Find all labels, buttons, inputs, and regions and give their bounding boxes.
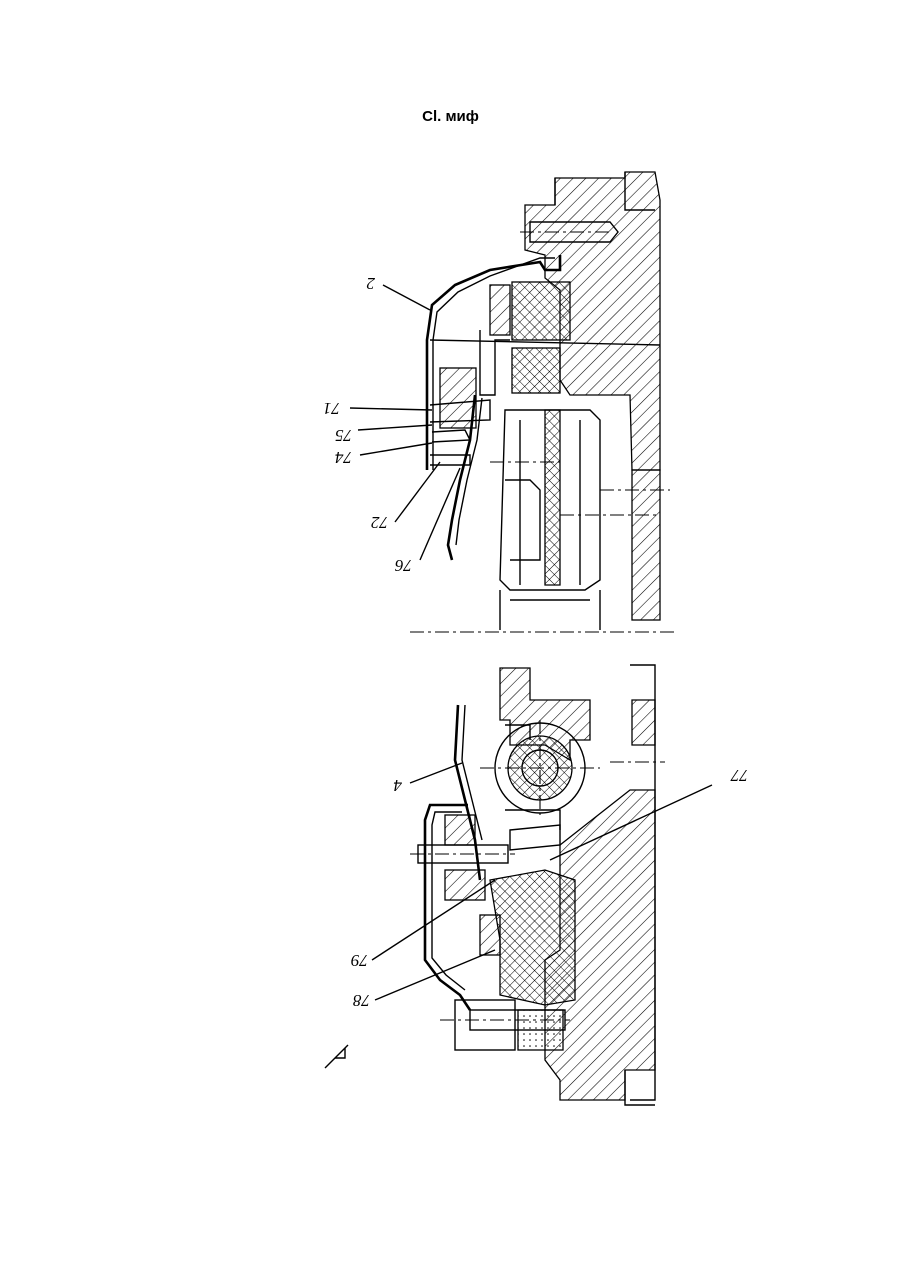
label-71: 71 bbox=[323, 399, 340, 418]
label-2: 2 bbox=[366, 274, 375, 293]
upper-section-view bbox=[410, 172, 675, 632]
release-bearing-upper bbox=[440, 368, 476, 428]
pressure-plate-lower bbox=[490, 870, 575, 1005]
label-4: 4 bbox=[393, 776, 402, 795]
label-77: 77 bbox=[730, 766, 749, 785]
housing-lower-band bbox=[632, 470, 660, 620]
label-79: 79 bbox=[351, 951, 369, 970]
label-76: 76 bbox=[395, 556, 413, 575]
label-78: 78 bbox=[353, 991, 371, 1010]
label-75: 75 bbox=[335, 426, 352, 445]
label-72: 72 bbox=[371, 513, 389, 532]
pressure-plate-upper bbox=[512, 282, 570, 340]
label-74: 74 bbox=[335, 448, 353, 467]
lower-section-view bbox=[410, 665, 665, 1105]
